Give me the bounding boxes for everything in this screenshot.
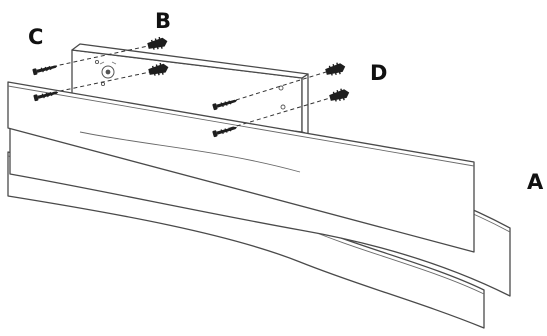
screws-right — [212, 99, 238, 138]
wall-plug-icon — [329, 88, 350, 102]
screw-icon — [32, 65, 58, 76]
wall-plug-icon — [148, 62, 169, 76]
label-a: A — [527, 170, 544, 194]
wall-plug-icon — [325, 62, 346, 76]
wall-anchors-right — [325, 62, 350, 102]
shelf-planks — [7, 81, 511, 329]
label-c: C — [28, 25, 43, 49]
screw-icon — [212, 99, 238, 111]
screw-icon — [212, 126, 238, 138]
label-b: B — [155, 9, 171, 33]
label-d: D — [370, 61, 387, 85]
wall-anchors-left — [147, 36, 169, 76]
mounting-bracket — [71, 43, 309, 135]
wall-plug-icon — [147, 36, 168, 50]
screw-icon — [33, 91, 59, 102]
alignment-guides — [45, 45, 331, 129]
level-icon — [94, 59, 117, 87]
plank-icon — [7, 81, 475, 253]
screws-left — [32, 65, 59, 102]
